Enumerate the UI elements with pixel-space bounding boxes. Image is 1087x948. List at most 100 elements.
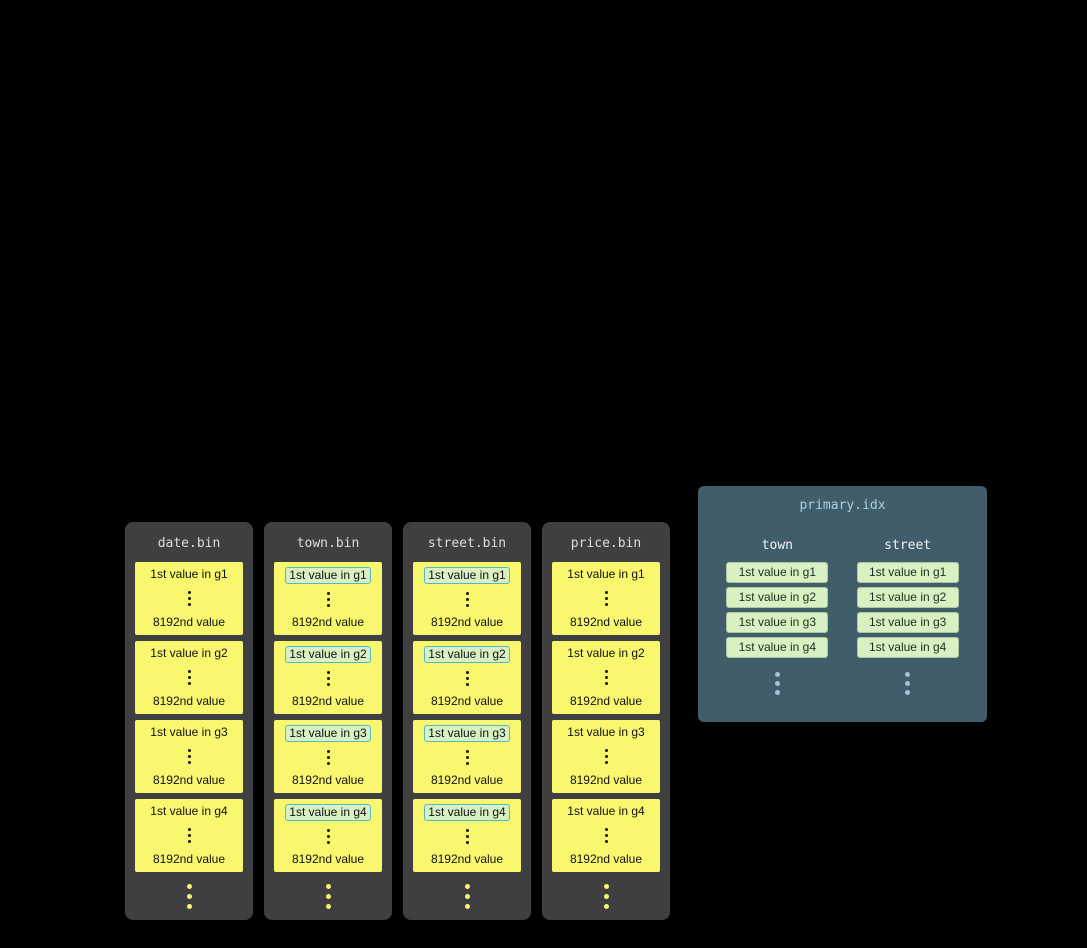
file-ellipsis-icon [325, 884, 331, 909]
granule-last-value: 8192nd value [152, 773, 226, 787]
vertical-ellipsis-icon [465, 592, 469, 607]
ellipsis-dot [465, 677, 469, 680]
granule-first-value: 1st value in g4 [424, 804, 510, 821]
index-entry: 1st value in g4 [856, 637, 959, 658]
index-ellipsis-icon [905, 672, 911, 695]
granule-first-value: 1st value in g1 [567, 567, 645, 581]
ellipsis-dot [326, 592, 330, 595]
vertical-ellipsis-icon [187, 591, 191, 606]
index-column-header: town [761, 538, 793, 553]
vertical-ellipsis-icon [465, 750, 469, 765]
ellipsis-dot [465, 762, 469, 765]
file-ellipsis-icon [603, 884, 609, 909]
ellipsis-dot [604, 755, 608, 758]
ellipsis-dot [186, 894, 192, 899]
ellipsis-dot [187, 749, 191, 752]
file-title: town.bin [296, 536, 360, 551]
granule-last-value: 8192nd value [430, 694, 504, 708]
ellipsis-dot [326, 841, 330, 844]
ellipsis-dot [604, 597, 608, 600]
ellipsis-dot [326, 677, 330, 680]
primary-index-panel: primary.idx town 1st value in g1 1st value… [698, 486, 987, 722]
ellipsis-dot [604, 603, 608, 606]
ellipsis-dot [326, 756, 330, 759]
granule-last-value: 8192nd value [569, 694, 643, 708]
index-entry: 1st value in g2 [856, 587, 959, 608]
ellipsis-dot [465, 829, 469, 832]
granule-last-value: 8192nd value [569, 615, 643, 629]
ellipsis-dot [326, 829, 330, 832]
granule-last-value: 8192nd value [291, 615, 365, 629]
vertical-ellipsis-icon [604, 828, 608, 843]
vertical-ellipsis-icon [326, 829, 330, 844]
ellipsis-dot [465, 598, 469, 601]
granule-block: 1st value in g4 8192nd value [552, 799, 660, 872]
ellipsis-dot [774, 672, 780, 677]
granule-first-value: 1st value in g3 [150, 725, 228, 739]
index-entry: 1st value in g3 [726, 612, 829, 633]
granule-first-value: 1st value in g1 [285, 567, 371, 584]
ellipsis-dot [604, 828, 608, 831]
granule-last-value: 8192nd value [291, 773, 365, 787]
ellipsis-dot [465, 750, 469, 753]
granule-first-value: 1st value in g1 [150, 567, 228, 581]
ellipsis-dot [905, 690, 911, 695]
ellipsis-dot [187, 670, 191, 673]
ellipsis-dot [774, 681, 780, 686]
index-entry: 1st value in g1 [726, 562, 829, 583]
ellipsis-dot [604, 676, 608, 679]
granule-last-value: 8192nd value [152, 694, 226, 708]
granule-first-value: 1st value in g4 [150, 804, 228, 818]
vertical-ellipsis-icon [604, 670, 608, 685]
ellipsis-dot [604, 840, 608, 843]
ellipsis-dot [604, 761, 608, 764]
ellipsis-dot [465, 835, 469, 838]
ellipsis-dot [326, 598, 330, 601]
granule-last-value: 8192nd value [430, 852, 504, 866]
ellipsis-dot [465, 683, 469, 686]
granule-block: 1st value in g3 8192nd value [274, 720, 382, 793]
granule-first-value: 1st value in g3 [285, 725, 371, 742]
ellipsis-dot [604, 670, 608, 673]
ellipsis-dot [187, 828, 191, 831]
ellipsis-dot [604, 834, 608, 837]
vertical-ellipsis-icon [187, 670, 191, 685]
vertical-ellipsis-icon [187, 828, 191, 843]
ellipsis-dot [464, 894, 470, 899]
ellipsis-dot [187, 834, 191, 837]
primary-index-title: primary.idx [799, 498, 886, 513]
ellipsis-dot [326, 671, 330, 674]
granule-last-value: 8192nd value [569, 773, 643, 787]
ellipsis-dot [774, 690, 780, 695]
file-title: date.bin [157, 536, 221, 551]
vertical-ellipsis-icon [604, 749, 608, 764]
granule-list: 1st value in g1 8192nd value 1st value in … [135, 562, 243, 872]
ellipsis-dot [604, 682, 608, 685]
ellipsis-dot [905, 672, 911, 677]
vertical-ellipsis-icon [465, 829, 469, 844]
vertical-ellipsis-icon [604, 591, 608, 606]
granule-first-value: 1st value in g2 [424, 646, 510, 663]
ellipsis-dot [905, 681, 911, 686]
index-column-town: town 1st value in g1 1st value in g2 1st va… [726, 538, 829, 695]
granule-last-value: 8192nd value [291, 694, 365, 708]
index-entry: 1st value in g2 [726, 587, 829, 608]
vertical-ellipsis-icon [326, 592, 330, 607]
ellipsis-dot [604, 749, 608, 752]
granule-last-value: 8192nd value [569, 852, 643, 866]
granule-first-value: 1st value in g4 [567, 804, 645, 818]
granule-block: 1st value in g4 8192nd value [413, 799, 521, 872]
ellipsis-dot [465, 671, 469, 674]
granule-last-value: 8192nd value [152, 615, 226, 629]
